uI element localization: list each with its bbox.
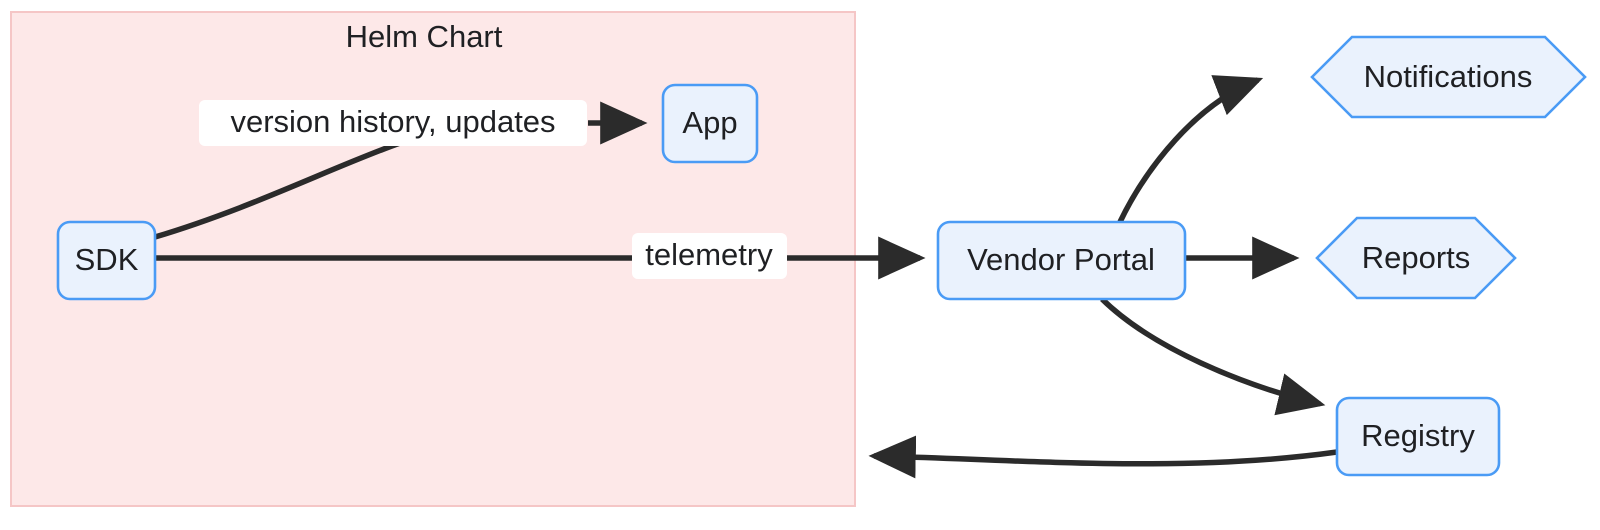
edge-vendor-portal-to-notifications <box>1117 75 1264 224</box>
node-notifications-shape[interactable] <box>1310 35 1587 119</box>
node-reports-label: Reports <box>1362 240 1471 275</box>
node-app[interactable]: App <box>661 83 759 164</box>
node-sdk-label: SDK <box>75 242 139 277</box>
edge-label-sdk-to-app-text: version history, updates <box>230 104 555 139</box>
node-sdk-shape[interactable] <box>56 220 157 301</box>
node-reports[interactable]: Reports <box>1315 216 1517 300</box>
edge-label-telemetry-plate <box>632 233 787 279</box>
node-vendor-portal-label: Vendor Portal <box>967 242 1155 277</box>
node-reports-shape[interactable] <box>1315 216 1517 300</box>
node-app-label: App <box>682 105 737 140</box>
node-app-shape[interactable] <box>661 83 759 164</box>
node-registry-shape[interactable] <box>1335 396 1501 477</box>
node-notifications-label: Notifications <box>1364 59 1533 94</box>
edge-sdk-to-app <box>154 140 401 240</box>
node-vendor-portal-shape[interactable] <box>936 220 1187 301</box>
edge-label-telemetry-text: telemetry <box>645 237 773 272</box>
edge-label-sdk-to-app-plate <box>199 100 587 146</box>
edge-registry-to-helm-chart <box>868 435 1338 479</box>
node-registry[interactable]: Registry <box>1335 396 1501 477</box>
node-vendor-portal[interactable]: Vendor Portal <box>936 220 1187 301</box>
node-registry-label: Registry <box>1361 418 1475 453</box>
cluster-helm-chart-title: Helm Chart <box>346 19 503 54</box>
node-notifications[interactable]: Notifications <box>1310 35 1587 119</box>
edge-vendor-portal-to-registry <box>1100 297 1326 416</box>
edge-label-telemetry: telemetry <box>632 233 787 279</box>
edge-label-sdk-to-app: version history, updates <box>199 100 587 146</box>
edge-layer <box>154 75 1338 479</box>
node-sdk[interactable]: SDK <box>56 220 157 301</box>
